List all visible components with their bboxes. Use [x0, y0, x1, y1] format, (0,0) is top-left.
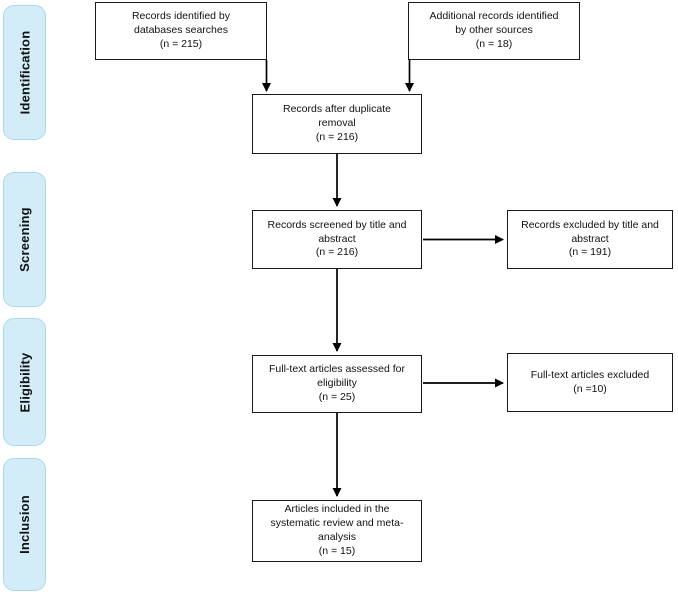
- box-fulltext-assessed-count: (n = 25): [318, 390, 356, 403]
- box-additional-records: Additional records identified by other s…: [408, 2, 580, 60]
- box-additional-records-text: Additional records identified by other s…: [429, 10, 559, 37]
- box-records-identified-text: Records identified by databases searches: [131, 10, 231, 37]
- box-screened-title-abstract: Records screened by title and abstract (…: [252, 210, 422, 269]
- box-excluded-title-abstract-text: Records excluded by title and abstract: [521, 218, 659, 245]
- box-fulltext-excluded-text: Full-text articles excluded: [530, 368, 650, 381]
- stage-screening: Screening: [3, 172, 46, 307]
- box-articles-included-text: Articles included in the systematic revi…: [270, 503, 404, 543]
- box-excluded-title-abstract-count: (n = 191): [568, 246, 612, 259]
- stage-screening-label: Screening: [17, 207, 32, 272]
- box-screened-text: Records screened by title and abstract: [267, 218, 407, 245]
- box-fulltext-assessed: Full-text articles assessed for eligibil…: [252, 355, 422, 413]
- stage-identification: Identification: [3, 5, 46, 140]
- stage-inclusion: Inclusion: [3, 458, 46, 591]
- box-fulltext-excluded-count: (n =10): [573, 382, 607, 395]
- box-duplicate-removal-count: (n = 216): [315, 130, 359, 143]
- stage-eligibility-label: Eligibility: [17, 352, 33, 412]
- box-records-identified-count: (n = 215): [159, 37, 203, 50]
- stage-inclusion-label: Inclusion: [17, 495, 33, 554]
- box-screened-count: (n = 216): [315, 246, 359, 259]
- box-articles-included-count: (n = 15): [318, 544, 356, 557]
- box-excluded-title-abstract: Records excluded by title and abstract (…: [507, 210, 673, 269]
- box-additional-records-count: (n = 18): [475, 37, 513, 50]
- box-fulltext-excluded: Full-text articles excluded (n =10): [507, 353, 673, 412]
- box-articles-included: Articles included in the systematic revi…: [252, 500, 422, 562]
- box-duplicate-removal: Records after duplicate removal (n = 216…: [252, 94, 422, 154]
- stage-identification-label: Identification: [17, 30, 33, 115]
- box-duplicate-removal-text: Records after duplicate removal: [283, 103, 391, 130]
- box-fulltext-assessed-text: Full-text articles assessed for eligibil…: [269, 363, 405, 390]
- box-records-identified: Records identified by databases searches…: [95, 2, 267, 60]
- stage-eligibility: Eligibility: [3, 318, 46, 446]
